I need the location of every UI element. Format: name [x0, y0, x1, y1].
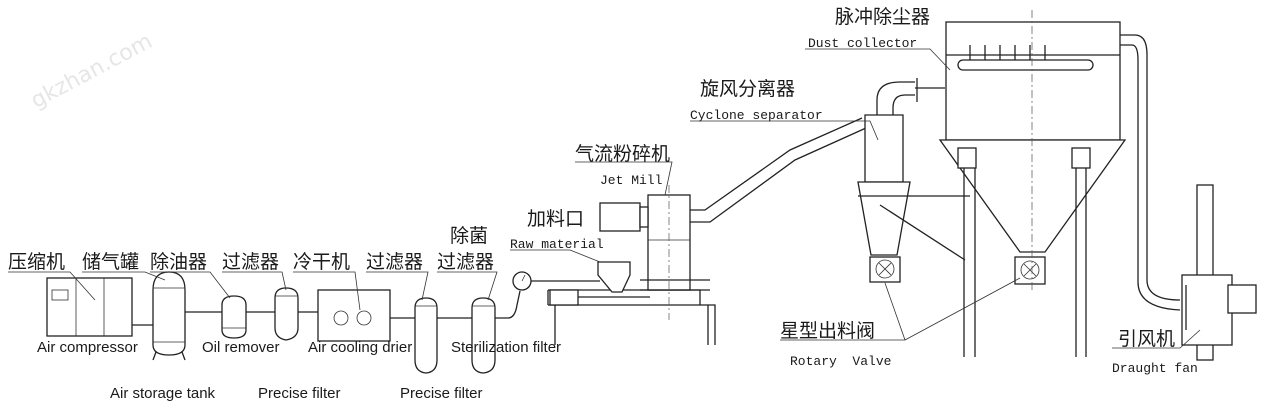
cyclone-separator-label-en: Cyclone separator	[690, 108, 823, 123]
air-cooling-drier-label-cn: 冷干机	[293, 251, 350, 273]
dust-collector-label-cn: 脉冲除尘器	[835, 6, 930, 28]
dust-collector	[938, 10, 1127, 357]
pressure-gauge-icon	[512, 271, 600, 291]
air-compressor-label-cn: 压缩机	[8, 251, 65, 273]
precise-filter-2	[414, 297, 438, 374]
cyclone-separator	[857, 78, 970, 283]
collector-to-fan-duct	[1120, 34, 1181, 311]
sterilization-filter	[471, 297, 496, 374]
cyclone-separator-label-cn: 旋风分离器	[700, 78, 795, 100]
air-compressor	[46, 277, 133, 337]
precise-filter-1	[274, 287, 299, 341]
air-pipe	[132, 290, 521, 326]
precise-filter-1-label-cn: 过滤器	[222, 251, 279, 273]
oil-remover	[221, 295, 247, 339]
dust-collector-label-en: Dust collector	[808, 36, 917, 51]
oil-remover-label-en: Oil remover	[202, 339, 280, 356]
air-cooling-drier	[317, 289, 391, 342]
air-compressor-label-en: Air compressor	[37, 339, 138, 356]
raw-material-label-cn: 加料口	[527, 208, 584, 230]
mill-to-cyclone-duct	[690, 117, 867, 223]
draught-fan	[1181, 184, 1257, 361]
precise-filter-1-label-en: Precise filter	[258, 385, 341, 402]
watermark: gkzhan.com	[27, 29, 157, 114]
air-cooling-drier-label-en: Air cooling drier	[308, 339, 412, 356]
air-storage-tank-label-cn: 储气罐	[82, 251, 139, 273]
raw-material-label-en: Raw material	[510, 237, 604, 252]
draught-fan-label-cn: 引风机	[1118, 328, 1175, 350]
air-storage-tank-label-en: Air storage tank	[110, 385, 216, 402]
jet-mill	[547, 185, 716, 345]
sterilization-filter-label-en: Sterilization filter	[451, 339, 561, 356]
air-storage-tank	[152, 271, 186, 361]
oil-remover-label-cn: 除油器	[150, 251, 207, 273]
sterilization-filter-label-cn-2: 过滤器	[437, 251, 494, 273]
precise-filter-2-label-cn: 过滤器	[366, 251, 423, 273]
jet-mill-label-en: Jet Mill	[600, 173, 663, 188]
precise-filter-2-label-en: Precise filter	[400, 385, 483, 402]
sterilization-filter-label-cn-1: 除菌	[450, 225, 488, 247]
jet-mill-label-cn: 气流粉碎机	[575, 143, 670, 165]
rotary-valve-label-cn: 星型出料阀	[780, 320, 875, 342]
leader-lines	[8, 48, 1201, 349]
rotary-valve-label-en: Rotary Valve	[790, 354, 891, 369]
draught-fan-label-en: Draught fan	[1112, 361, 1198, 376]
